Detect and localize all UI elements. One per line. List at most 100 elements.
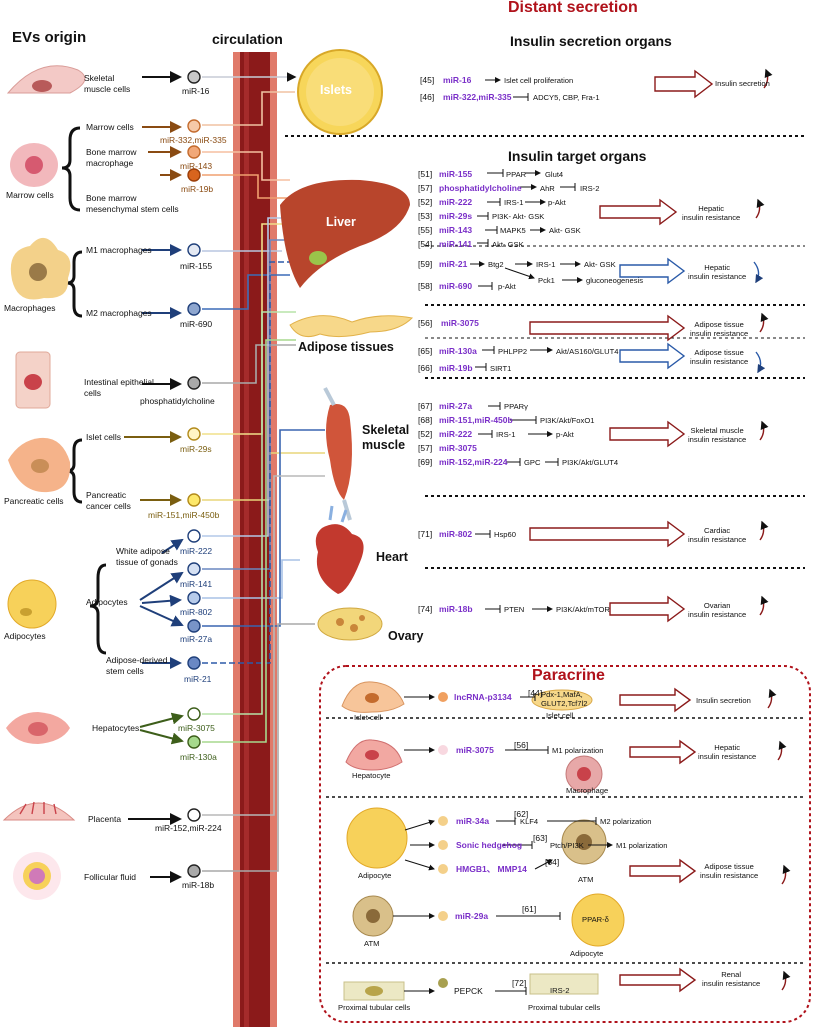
para-macrophage: Macrophage: [566, 786, 609, 795]
path-foxo1: PI3K/Akt/FoxO1: [540, 416, 595, 425]
source-label-wat: White adipose tissue of gonads: [116, 546, 178, 567]
organ-label-heart: Heart: [376, 550, 408, 564]
para-sonic-hedgehog: Sonic hedgehog: [456, 840, 523, 850]
row-mir-222b: miR-222: [439, 429, 473, 439]
para-mir-34a: miR-34a: [456, 816, 490, 826]
para-ref-56: [56]: [514, 740, 529, 750]
para-proximal-1: Proximal tubular cells: [338, 1003, 411, 1012]
path-ppar: PPAR: [506, 170, 527, 179]
source-label-marrow: Marrow cells: [86, 122, 134, 132]
path-pakt-c: p-Akt: [556, 430, 574, 439]
mir-label-222: miR-222: [180, 546, 213, 556]
organ-label-skeletal: Skeletal muscle: [362, 423, 410, 452]
ref-58: [58]: [418, 281, 433, 291]
mir-label-phosphatidylcholine: phosphatidylcholine: [140, 396, 215, 406]
mir-label-27a: miR-27a: [180, 634, 213, 644]
outcome-skeletal-ir: Skeletal muscle insulin resistance: [688, 426, 747, 445]
path-hsp60: Hsp60: [494, 530, 516, 539]
para-proximal-2: Proximal tubular cells: [528, 1003, 601, 1012]
organ-label-ovary: Ovary: [388, 629, 424, 643]
source-label-intestinal: Intestinal epithelial cells: [84, 377, 154, 398]
outcome-adipose-ir-2: Adipose tissue insulin resistance: [690, 348, 749, 367]
row-mir-27a: miR-27a: [439, 401, 473, 411]
para-mir-29a: miR-29a: [455, 911, 489, 921]
row-mir-802: miR-802: [439, 529, 473, 539]
outcome-hepatic-ir: Hepatic insulin resistance: [682, 204, 741, 223]
outcome-insulin-secretion: Insulin secretion: [715, 79, 770, 88]
path-irs2: IRS-2: [580, 184, 600, 193]
path-irs1b: IRS-1: [536, 260, 556, 269]
outcome-arrows: [529, 69, 714, 993]
path-gpc: GPC: [524, 458, 541, 467]
ref-69: [69]: [418, 457, 433, 467]
ref-54: [54]: [418, 239, 433, 249]
ref-51: [51]: [418, 169, 433, 179]
group-adipocytes: Adipocytes: [4, 631, 46, 641]
insulin-target-organs-title: Insulin target organs: [508, 148, 647, 164]
path-btg2: Btg2: [488, 260, 504, 269]
mir-label-332: miR-332,miR-335: [160, 135, 227, 145]
para-adipose-ir: Adipose tissue insulin resistance: [700, 862, 759, 881]
mir-label-19b: miR-19b: [181, 184, 214, 194]
row-mir-19b: miR-19b: [439, 363, 473, 373]
para-ref-44: [44]: [528, 688, 543, 698]
mir-label-21: miR-21: [184, 674, 212, 684]
organ-label-liver: Liver: [326, 215, 356, 229]
trend-arrows: [753, 68, 791, 991]
source-label-skeletal: Skeletal muscle cells: [84, 73, 131, 94]
source-label-placenta: Placenta: [88, 814, 122, 824]
row-mir-143: miR-143: [439, 225, 473, 235]
outcome-cardiac-ir: Cardiac insulin resistance: [688, 526, 747, 545]
row-mir-phosphatidylcholine: phosphatidylcholine: [439, 183, 522, 193]
row-mir-222a: miR-222: [439, 197, 473, 207]
para-klf4: KLF4: [520, 817, 539, 826]
para-adipocyte-2: Adipocyte: [570, 949, 604, 958]
path-akt-gsk-b: Akt- GSK: [492, 240, 524, 249]
insulin-secretion-organs-title: Insulin secretion organs: [510, 33, 672, 49]
path-akt-gsk-c: Akt- GSK: [584, 260, 616, 269]
para-atm-2: ATM: [364, 939, 380, 948]
ref-57a: [57]: [418, 183, 433, 193]
organ-label-adipose: Adipose tissues: [298, 340, 394, 354]
para-adipocyte: Adipocyte: [358, 871, 392, 880]
para-pdx: Pdx-1,MafA, GLUT2,Tcf7l2: [541, 690, 588, 709]
ref-66: [66]: [418, 363, 433, 373]
mir-label-130a: miR-130a: [180, 752, 217, 762]
para-ref-72: [72]: [512, 978, 527, 988]
mir-label-141: miR-141: [180, 579, 213, 589]
para-m1-polarization: M1 polarization: [552, 746, 604, 755]
para-islet-cell: Islet cell: [354, 713, 382, 722]
group-pancreatic: Pancreatic cells: [4, 496, 64, 506]
path-glut4: Glut4: [545, 170, 564, 179]
row-mir-690: miR-690: [439, 281, 473, 291]
para-hepatic-ir: Hepatic insulin resistance: [698, 743, 757, 762]
path-mapk5: MAPK5: [500, 226, 526, 235]
para-ref-61: [61]: [522, 904, 537, 914]
paracrine-separators: [326, 717, 804, 964]
path-akt-as160: Akt/AS160/GLUT4: [556, 347, 619, 356]
source-label-pancreatic-cancer: Pancreatic cancer cells: [86, 490, 131, 511]
path-irs1a: IRS-1: [504, 198, 524, 207]
ref-52b: [52]: [418, 429, 433, 439]
path-ahr: AhR: [540, 184, 555, 193]
row-mir-322: miR-322,miR-335: [443, 92, 512, 102]
source-label-hepatocytes: Hepatocytes: [92, 723, 140, 733]
path-pck1: Pck1: [538, 276, 555, 285]
path-pakt-a: p-Akt: [548, 198, 566, 207]
outcome-ovarian-ir: Ovarian insulin resistance: [688, 601, 747, 620]
paracrine-pathway-arrows: [393, 693, 613, 995]
row-mir-152: miR-152,miR-224: [439, 457, 508, 467]
mir-label-29s: miR-29s: [180, 444, 212, 454]
path-akt-gsk-a: Akt- GSK: [549, 226, 581, 235]
para-atm: ATM: [578, 875, 594, 884]
source-label-bmsc: Bone marrow mesenchymal stem cells: [86, 193, 179, 214]
para-m1-polarization-2: M1 polarization: [616, 841, 668, 850]
mir-label-802: miR-802: [180, 607, 213, 617]
circulation-lines: [202, 72, 325, 872]
path-adcy5: ADCY5, CBP, Fra-1: [533, 93, 600, 102]
path-mtor: PI3K/Akt/mTOR: [556, 605, 610, 614]
source-label-adipocytes: Adipocytes: [86, 597, 128, 607]
path-irs1c: IRS-1: [496, 430, 516, 439]
para-lncrna: lncRNA-p3134: [454, 692, 512, 702]
row-mir-155: miR-155: [439, 169, 473, 179]
